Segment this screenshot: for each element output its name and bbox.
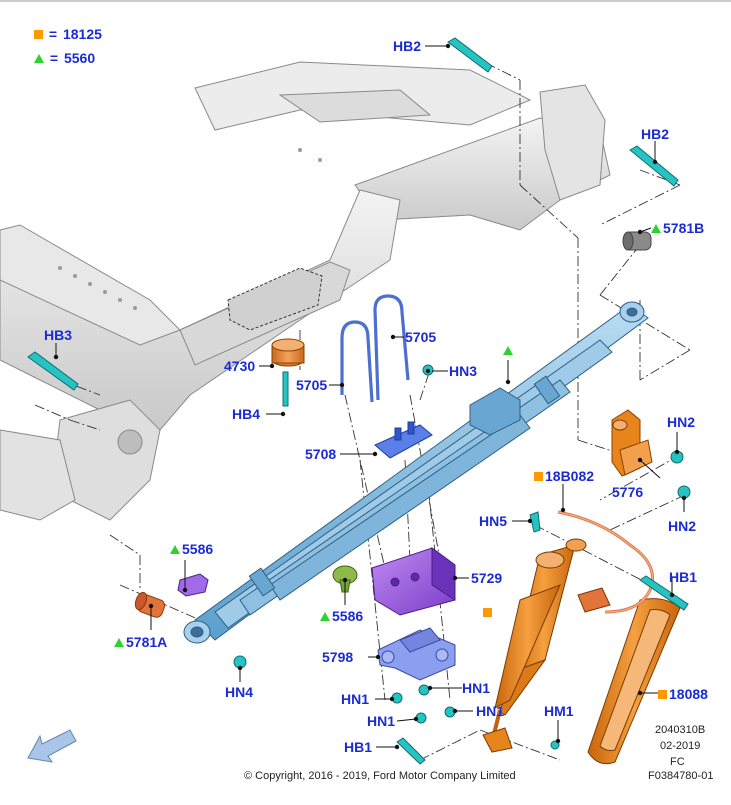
leader-dots bbox=[53, 43, 687, 750]
label-hb1-bottom: HB1 bbox=[344, 739, 373, 755]
harness-18B082 bbox=[557, 510, 654, 614]
label-4730: 4730 bbox=[224, 358, 256, 374]
figure-code: 2040310B bbox=[655, 724, 706, 736]
label-hb2-top: HB2 bbox=[393, 38, 422, 54]
triangle-marker-icon bbox=[503, 346, 513, 355]
label-5781b-text: 5781B bbox=[663, 220, 705, 236]
legend-equals-2: = bbox=[49, 50, 59, 66]
label-hn3: HN3 bbox=[449, 363, 478, 379]
square-marker-icon bbox=[34, 30, 43, 39]
label-18b082: 18B082 bbox=[534, 468, 594, 484]
leaders bbox=[55, 45, 685, 748]
plate-5798 bbox=[377, 627, 456, 681]
label-hn2-b: HN2 bbox=[668, 518, 697, 534]
figure-date: 02-2019 bbox=[660, 740, 701, 752]
label-hb2-right: HB2 bbox=[641, 126, 670, 142]
fasteners bbox=[27, 37, 691, 765]
label-hn2-a: HN2 bbox=[667, 414, 696, 430]
orientation-arrow bbox=[27, 729, 77, 763]
label-5586-a: 5586 bbox=[170, 541, 213, 557]
figure-id: F0384780-01 bbox=[648, 770, 714, 782]
label-5586-b-text: 5586 bbox=[332, 608, 364, 624]
label-5705-a: 5705 bbox=[296, 377, 328, 393]
bump-stop-bracket bbox=[227, 267, 323, 331]
label-hb1-right: HB1 bbox=[669, 569, 698, 585]
label-hn5: HN5 bbox=[479, 513, 508, 529]
legend-triangle-value: 5560 bbox=[63, 50, 96, 66]
label-18088: 18088 bbox=[658, 686, 708, 702]
label-hb3: HB3 bbox=[44, 327, 73, 343]
bracket-5729 bbox=[371, 547, 456, 616]
label-5586-a-text: 5586 bbox=[182, 541, 214, 557]
jounce-bumper-4730 bbox=[271, 338, 305, 367]
label-hn1-a: HN1 bbox=[462, 680, 491, 696]
shackle-5776 bbox=[611, 409, 653, 477]
label-hn1-b: HN1 bbox=[341, 691, 370, 707]
label-5705-b: 5705 bbox=[405, 329, 437, 345]
spacer-5708 bbox=[374, 421, 433, 459]
triangle-marker-icon bbox=[651, 224, 661, 233]
leaders-2 bbox=[150, 227, 652, 630]
label-18b082-text: 18B082 bbox=[545, 468, 595, 484]
label-5729: 5729 bbox=[471, 570, 503, 586]
pad-5586-purple bbox=[177, 573, 209, 597]
label-5781a: 5781A bbox=[114, 634, 167, 650]
u-bolts-5705 bbox=[340, 294, 410, 403]
copyright: © Copyright, 2016 - 2019, Ford Motor Com… bbox=[244, 770, 516, 782]
label-5586-b: 5586 bbox=[320, 608, 363, 624]
legend-square: = 18125 bbox=[34, 26, 102, 42]
legend-square-value: 18125 bbox=[62, 26, 102, 42]
triangle-marker-icon bbox=[114, 638, 124, 647]
label-5798: 5798 bbox=[322, 649, 354, 665]
label-hb4: HB4 bbox=[232, 406, 261, 422]
triangle-marker-icon bbox=[320, 612, 330, 621]
figure-fc: FC bbox=[670, 756, 685, 768]
label-18088-text: 18088 bbox=[669, 686, 708, 702]
label-hn1-d: HN1 bbox=[367, 713, 396, 729]
label-hm1: HM1 bbox=[544, 703, 574, 719]
shock-shield-18088 bbox=[587, 598, 681, 765]
label-5776: 5776 bbox=[612, 484, 644, 500]
square-marker-icon bbox=[483, 608, 492, 617]
label-hn4: HN4 bbox=[225, 684, 254, 700]
leaf-spring-5560 bbox=[183, 301, 649, 644]
label-5781a-text: 5781A bbox=[126, 634, 168, 650]
label-hn1-c: HN1 bbox=[476, 703, 505, 719]
label-5781b: 5781B bbox=[651, 220, 704, 236]
label-5708: 5708 bbox=[305, 446, 337, 462]
bushing-5781B bbox=[622, 231, 652, 251]
shock-absorber bbox=[482, 538, 611, 753]
triangle-marker-icon bbox=[34, 54, 44, 63]
square-marker-icon bbox=[658, 690, 667, 699]
legend-equals: = bbox=[48, 26, 58, 42]
legend-triangle: = 5560 bbox=[34, 50, 95, 66]
square-marker-icon bbox=[534, 472, 543, 481]
triangle-marker-icon bbox=[170, 545, 180, 554]
